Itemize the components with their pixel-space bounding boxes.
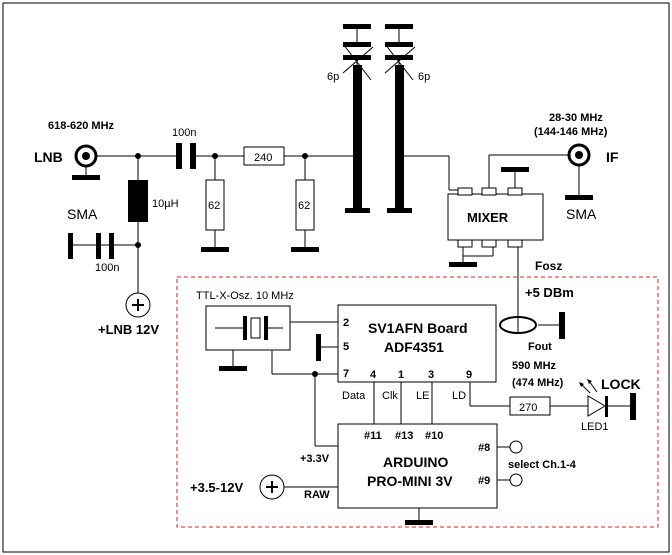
arduino-ground xyxy=(405,520,433,525)
trimmer-cap-2[interactable] xyxy=(384,24,416,213)
lnb-sma-connector[interactable] xyxy=(74,144,98,168)
led-label: LOCK xyxy=(601,376,641,392)
lo-level-label: +5 DBm xyxy=(525,285,574,300)
resistor-62-b xyxy=(295,179,315,231)
mixer-label: MIXER xyxy=(467,210,509,225)
board-pin-7: 7 xyxy=(343,368,349,380)
board-pin-3: 3 xyxy=(428,369,434,381)
synth-enclosure xyxy=(176,276,659,528)
resistor-270-value: 270 xyxy=(519,402,537,414)
resistor-62-a-value: 62 xyxy=(208,200,220,212)
resistor-270 xyxy=(509,396,551,416)
crystal-oscillator xyxy=(205,305,291,351)
fosz-label: Fosz xyxy=(535,259,562,273)
ground-62-a xyxy=(201,247,229,252)
arduino-pin-8: #8 xyxy=(478,442,490,454)
if-freq-2: (144-146 MHz) xyxy=(534,126,608,138)
select-pad-8[interactable] xyxy=(509,440,523,454)
resistor-62-b-value: 62 xyxy=(298,200,310,212)
fout-label: Fout xyxy=(528,341,552,353)
select-pad-9[interactable] xyxy=(509,473,523,487)
board-title-2: ADF4351 xyxy=(384,339,444,355)
cap-decouple-value: 100n xyxy=(95,262,119,274)
arduino-board xyxy=(337,423,498,509)
board-pin-1: 1 xyxy=(398,369,404,381)
arduino-title-1: ARDUINO xyxy=(383,454,448,470)
inductor xyxy=(128,180,148,222)
arduino-pin-9: #9 xyxy=(478,475,490,487)
mixer xyxy=(447,187,544,248)
resistor-62-a xyxy=(205,179,225,231)
mixer-top-ground xyxy=(501,167,529,172)
mixer-bottom-ground xyxy=(449,262,477,267)
fout-freq-1: 590 MHz xyxy=(512,360,557,372)
arduino-title-2: PRO-MINI 3V xyxy=(367,473,453,489)
lnb-freq: 618-620 MHz xyxy=(48,120,115,132)
pin-name-le: LE xyxy=(416,390,429,402)
board-pin-9: 9 xyxy=(466,369,472,381)
fout-freq-2: (474 MHz) xyxy=(512,377,564,389)
board-pin-2: 2 xyxy=(343,317,349,329)
arduino-pin-10: #10 xyxy=(425,430,443,442)
select-label: select Ch.1-4 xyxy=(508,459,577,471)
board-pin-4: 4 xyxy=(370,369,377,381)
board-pin-5: 5 xyxy=(343,341,349,353)
trimmer-cap-1-value: 6p xyxy=(327,71,339,83)
arduino-pin-11: #11 xyxy=(364,430,382,442)
if-freq-1: 28-30 MHz xyxy=(549,112,603,124)
arduino-pin-13: #13 xyxy=(395,430,413,442)
trimmer-cap-2-value: 6p xyxy=(418,71,430,83)
fout-ground xyxy=(559,312,565,339)
resistor-240 xyxy=(243,146,285,166)
cap-series xyxy=(176,143,196,169)
lnb-supply-label: +LNB 12V xyxy=(98,322,159,337)
wires xyxy=(85,28,630,522)
pin-name-data: Data xyxy=(342,390,366,402)
ground-62-b xyxy=(291,247,319,252)
lnb-connector-label: SMA xyxy=(67,206,98,222)
lnb-supply-terminal[interactable] xyxy=(125,292,151,318)
arduino-supply-terminal[interactable] xyxy=(259,474,285,500)
if-ground xyxy=(565,195,593,200)
if-label: IF xyxy=(606,149,619,165)
pin-name-clk: Clk xyxy=(382,390,398,402)
trimmer-cap-1[interactable] xyxy=(342,24,374,213)
if-sma-connector[interactable] xyxy=(567,143,591,167)
cap-series-value: 100n xyxy=(172,127,196,139)
lock-led xyxy=(579,379,608,417)
ferrite-bead xyxy=(499,316,537,334)
osc-ground xyxy=(219,366,247,371)
if-connector-label: SMA xyxy=(566,206,597,222)
led-ref: LED1 xyxy=(581,421,609,433)
led-ground xyxy=(630,393,636,420)
sv1afn-board xyxy=(337,304,497,383)
resistor-240-value: 240 xyxy=(254,152,272,164)
raw-label: RAW xyxy=(304,489,330,501)
lnb-ground xyxy=(72,175,100,180)
pin5-ground xyxy=(316,334,321,361)
osc-label: TTL-X-Osz. 10 MHz xyxy=(196,290,294,302)
board-title-1: SV1AFN Board xyxy=(368,320,468,336)
arduino-supply-label: +3.5-12V xyxy=(190,480,243,495)
cap-decouple xyxy=(68,233,114,259)
lnb-label: LNB xyxy=(34,149,63,165)
v33-label: +3.3V xyxy=(300,453,330,465)
inductor-value: 10µH xyxy=(152,198,179,210)
pin-name-ld: LD xyxy=(452,390,466,402)
